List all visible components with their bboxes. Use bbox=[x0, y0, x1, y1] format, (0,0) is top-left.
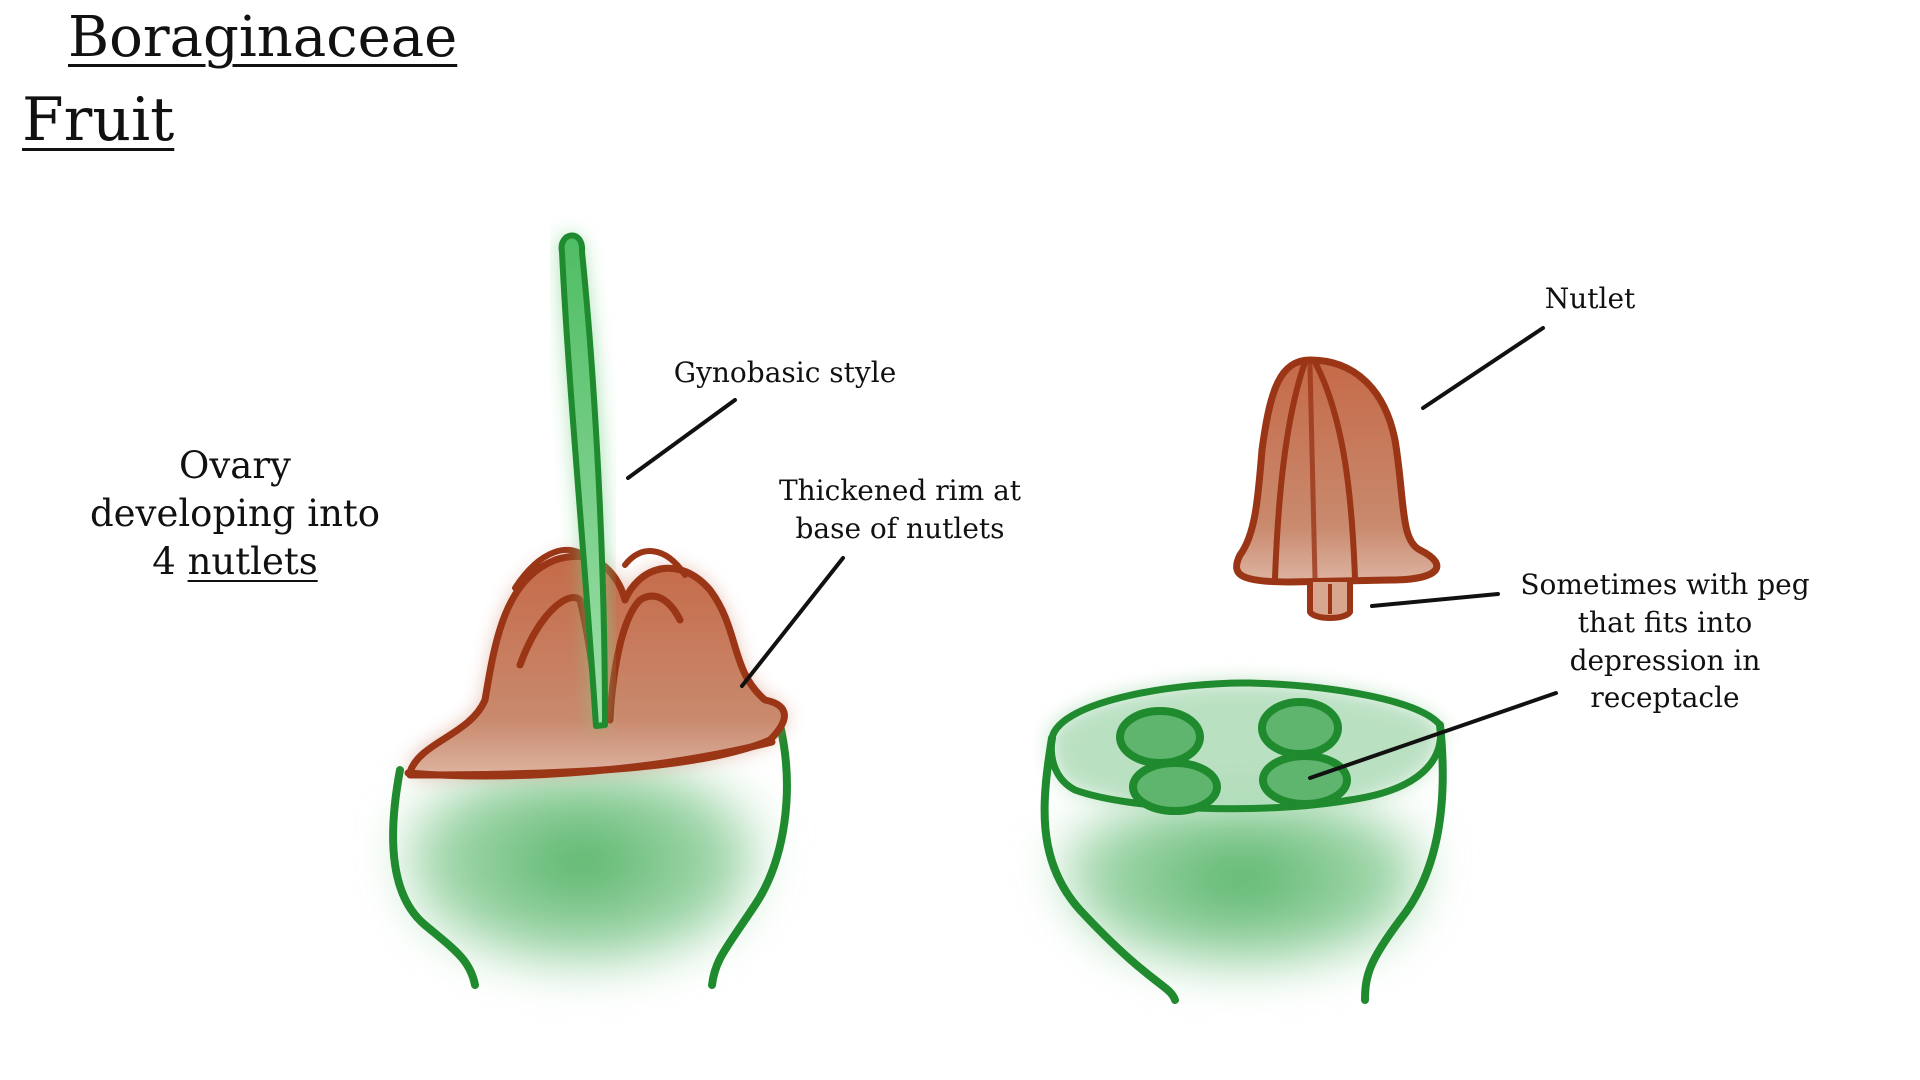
peg-leader bbox=[1370, 592, 1500, 608]
page-title: Boraginaceae bbox=[68, 5, 458, 70]
receptacle-depressions bbox=[1116, 698, 1351, 815]
page-subtitle: Fruit bbox=[22, 85, 175, 155]
nutlet-leader bbox=[1421, 326, 1545, 410]
leader-lines bbox=[626, 326, 1558, 780]
peg-label-line3: depression in bbox=[1569, 643, 1761, 677]
ovary-label: Ovary developing into 4 nutlets bbox=[80, 442, 390, 586]
ovary-label-nutlets: nutlets bbox=[187, 540, 318, 584]
nutlet-text: Nutlet bbox=[1544, 282, 1636, 315]
thickened-rim-line2: base of nutlets bbox=[795, 511, 1005, 545]
peg-label-line2: that fits into bbox=[1577, 605, 1753, 639]
depression-leader bbox=[1308, 691, 1558, 780]
ovary-label-line3: 4 nutlets bbox=[80, 538, 390, 586]
peg-label-line1: Sometimes with peg bbox=[1520, 568, 1810, 601]
gynobasic-style-leader bbox=[626, 398, 737, 480]
peg-label: Sometimes with peg that fits into depres… bbox=[1500, 566, 1830, 717]
thickened-rim-line1: Thickened rim at bbox=[778, 474, 1022, 507]
left-receptacle bbox=[389, 721, 791, 989]
gynobasic-style-text: Gynobasic style bbox=[673, 356, 897, 389]
thickened-rim-leader bbox=[740, 556, 845, 688]
ovary-label-prefix: 4 bbox=[152, 540, 188, 584]
peg-label-line4: receptacle bbox=[1590, 681, 1740, 715]
gynobasic-style bbox=[558, 232, 608, 729]
nutlet-with-peg bbox=[1233, 356, 1441, 621]
ovary-label-line1: Ovary bbox=[179, 444, 291, 487]
gynobasic-style-label: Gynobasic style bbox=[660, 354, 910, 392]
ovary-label-line2: developing into bbox=[89, 492, 381, 536]
thickened-rim-label: Thickened rim at base of nutlets bbox=[765, 472, 1035, 548]
nutlet-label: Nutlet bbox=[1530, 280, 1650, 318]
right-receptacle bbox=[1040, 679, 1447, 1004]
